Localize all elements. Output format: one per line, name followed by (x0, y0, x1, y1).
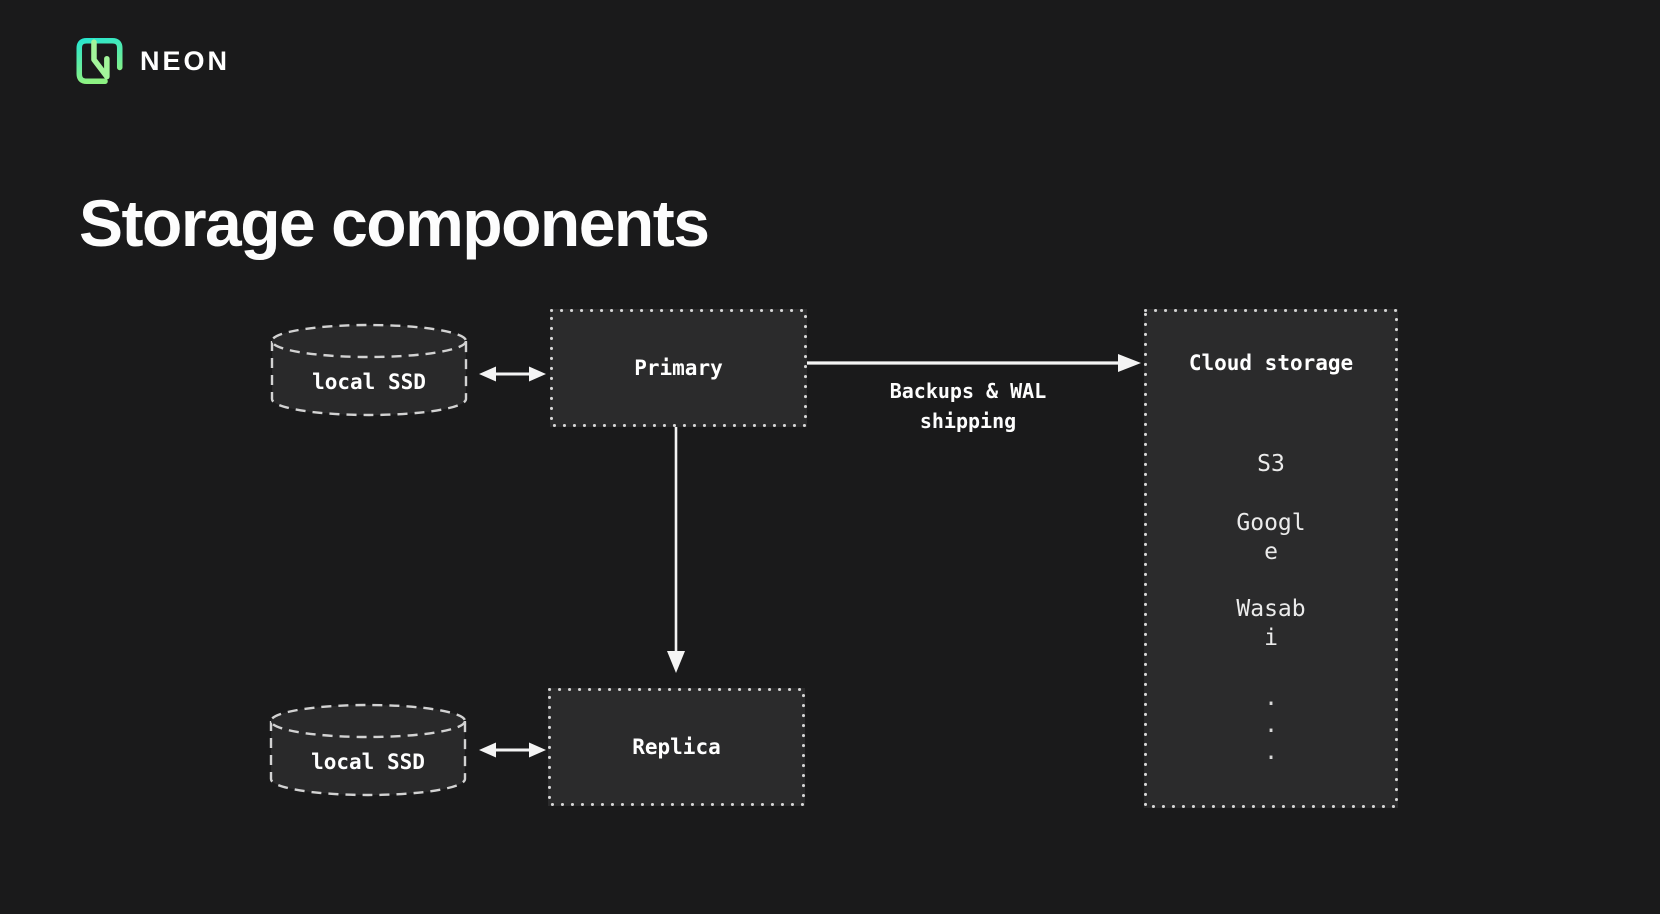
local-ssd-bottom-cylinder: local SSD (267, 702, 469, 798)
local-ssd-bottom-label: local SSD (311, 750, 425, 774)
arrow-primary-to-cloud-icon (807, 354, 1141, 372)
double-arrow-ssd-primary-icon (479, 366, 546, 382)
ellipsis-dot: . (1264, 739, 1278, 765)
ellipsis-dot: . (1264, 685, 1278, 711)
brand-lockup: NEON (76, 38, 230, 84)
replica-node: Replica (548, 688, 805, 806)
brand-wordmark: NEON (140, 45, 231, 76)
arrow-primary-to-replica-icon (667, 427, 685, 673)
cloud-storage-title: Cloud storage (1188, 351, 1354, 375)
cylinder-shape-icon (270, 323, 468, 417)
cloud-provider-s3: S3 (1257, 451, 1285, 477)
ellipsis-dot: . (1264, 712, 1278, 738)
page-title: Storage components (79, 186, 710, 261)
backups-wal-arrow-label: Backups & WAL shipping (889, 379, 1047, 433)
cloud-provider-google: Google (1236, 510, 1306, 565)
primary-label: Primary (634, 356, 723, 380)
cloud-provider-list: S3 Google Wasabi . . . (1144, 450, 1398, 766)
neon-logo-icon (76, 38, 123, 84)
double-arrow-ssd-replica-icon (479, 742, 546, 758)
cloud-provider-wasabi: Wasabi (1236, 596, 1306, 651)
cloud-storage-node: Cloud storage S3 Google Wasabi . . . (1144, 309, 1398, 808)
local-ssd-top-label: local SSD (312, 370, 426, 394)
local-ssd-top-cylinder: local SSD (268, 322, 470, 418)
cylinder-shape-icon (269, 703, 467, 797)
primary-node: Primary (550, 309, 807, 427)
ellipsis-dots: . . . (1233, 685, 1309, 766)
replica-label: Replica (632, 735, 721, 759)
